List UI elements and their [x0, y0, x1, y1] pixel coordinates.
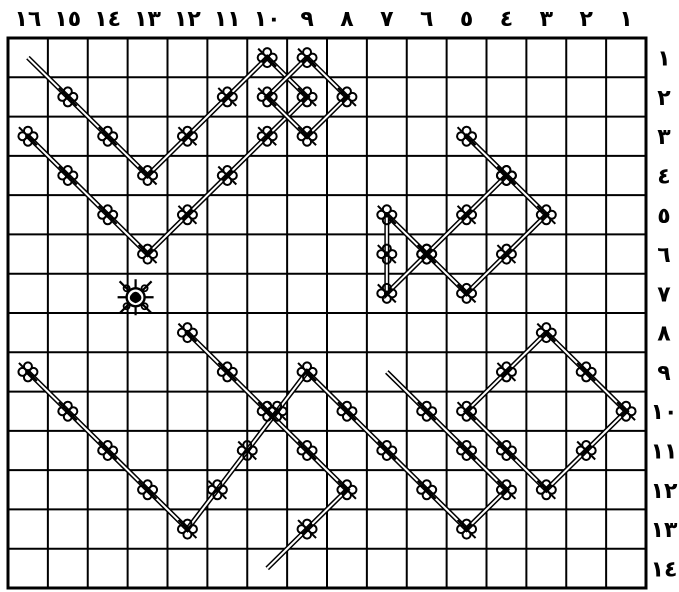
column-number: ٢	[579, 7, 593, 32]
rosette-icon	[118, 279, 154, 315]
row-number: ١٣	[651, 518, 678, 543]
row-number: ٣	[657, 125, 671, 150]
row-number: ١٤	[651, 557, 678, 582]
row-number: ٤	[657, 165, 670, 190]
column-number: ٣	[540, 7, 554, 32]
row-number: ١	[657, 47, 670, 72]
row-number: ١١	[651, 440, 678, 465]
column-number: ٧	[380, 7, 394, 32]
row-number: ٨	[657, 322, 671, 347]
row-number: ٦	[657, 243, 670, 268]
rosette-motif	[118, 279, 154, 315]
pattern-grid	[8, 38, 646, 588]
column-number: ٥	[460, 7, 473, 32]
column-number: ٩	[300, 7, 313, 32]
column-number: ١٣	[134, 7, 161, 32]
row-number: ٥	[657, 204, 670, 229]
column-number: ١٤	[94, 7, 121, 32]
column-number: ١٦	[15, 7, 42, 32]
row-number: ٩	[657, 361, 670, 386]
row-number: ٧	[657, 282, 671, 307]
column-number: ١٠	[254, 7, 281, 32]
row-number: ١٠	[651, 400, 678, 425]
column-number: ٦	[420, 7, 433, 32]
column-number: ٨	[340, 7, 354, 32]
column-number: ٤	[500, 7, 513, 32]
column-number: ١٢	[174, 7, 201, 32]
column-number: ١	[619, 7, 632, 32]
column-number: ١٥	[54, 7, 81, 32]
column-number: ١١	[214, 7, 241, 32]
row-number: ٢	[657, 86, 671, 111]
row-number: ١٢	[651, 479, 678, 504]
